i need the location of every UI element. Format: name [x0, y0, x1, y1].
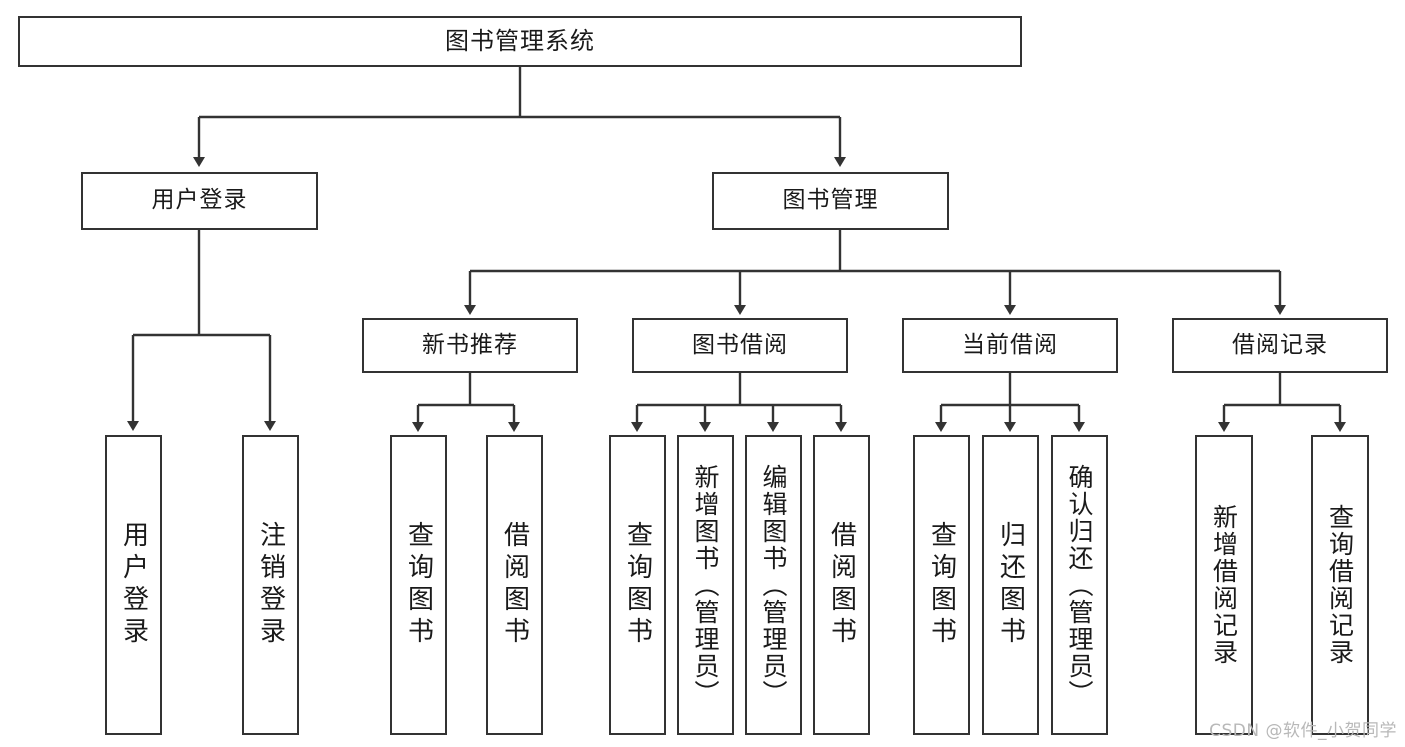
node-label: 查询借阅记录 [1325, 504, 1355, 666]
node-book-management[interactable]: 图书管理 [712, 172, 949, 230]
leaf-borrow-query-book[interactable]: 查询图书 [609, 435, 666, 735]
node-label: 查询图书 [403, 521, 434, 649]
node-new-book-recommend[interactable]: 新书推荐 [362, 318, 578, 373]
node-root-system[interactable]: 图书管理系统 [18, 16, 1022, 67]
node-label: 图书管理系统 [445, 27, 595, 56]
node-label: 归还图书 [995, 521, 1026, 649]
node-label: 编辑图书（管理员） [759, 463, 788, 707]
node-label: 借阅图书 [499, 521, 530, 649]
node-label: 查询图书 [926, 521, 957, 649]
node-label: 注销登录 [255, 521, 286, 649]
leaf-borrow-add-book-admin[interactable]: 新增图书（管理员） [677, 435, 734, 735]
leaf-current-return-book[interactable]: 归还图书 [982, 435, 1039, 735]
node-label: 用户登录 [151, 187, 248, 214]
node-label: 新书推荐 [422, 331, 518, 358]
leaf-borrow-edit-book-admin[interactable]: 编辑图书（管理员） [745, 435, 802, 735]
node-label: 图书借阅 [692, 331, 788, 358]
node-current-borrow[interactable]: 当前借阅 [902, 318, 1118, 373]
node-label: 用户登录 [118, 521, 149, 649]
node-user-login[interactable]: 用户登录 [81, 172, 318, 230]
node-label: 图书管理 [782, 187, 879, 214]
leaf-user-login-logout[interactable]: 注销登录 [242, 435, 299, 735]
csdn-watermark: CSDN @软件_小贺同学 [1209, 721, 1397, 741]
leaf-borrow-borrow-book[interactable]: 借阅图书 [813, 435, 870, 735]
leaf-new-book-borrow[interactable]: 借阅图书 [486, 435, 543, 735]
leaf-user-login-login[interactable]: 用户登录 [105, 435, 162, 735]
leaf-new-book-query[interactable]: 查询图书 [390, 435, 447, 735]
node-label: 确认归还（管理员） [1065, 463, 1094, 707]
node-label: 借阅图书 [826, 521, 857, 649]
leaf-current-confirm-return-admin[interactable]: 确认归还（管理员） [1051, 435, 1108, 735]
node-borrow-record[interactable]: 借阅记录 [1172, 318, 1388, 373]
leaf-record-query-record[interactable]: 查询借阅记录 [1311, 435, 1369, 735]
node-label: 查询图书 [622, 521, 653, 649]
node-book-borrow[interactable]: 图书借阅 [632, 318, 848, 373]
node-label: 当前借阅 [962, 331, 1058, 358]
leaf-record-add-record[interactable]: 新增借阅记录 [1195, 435, 1253, 735]
node-label: 新增借阅记录 [1209, 504, 1239, 666]
leaf-current-query-book[interactable]: 查询图书 [913, 435, 970, 735]
node-label: 借阅记录 [1232, 331, 1328, 358]
node-label: 新增图书（管理员） [691, 463, 720, 707]
